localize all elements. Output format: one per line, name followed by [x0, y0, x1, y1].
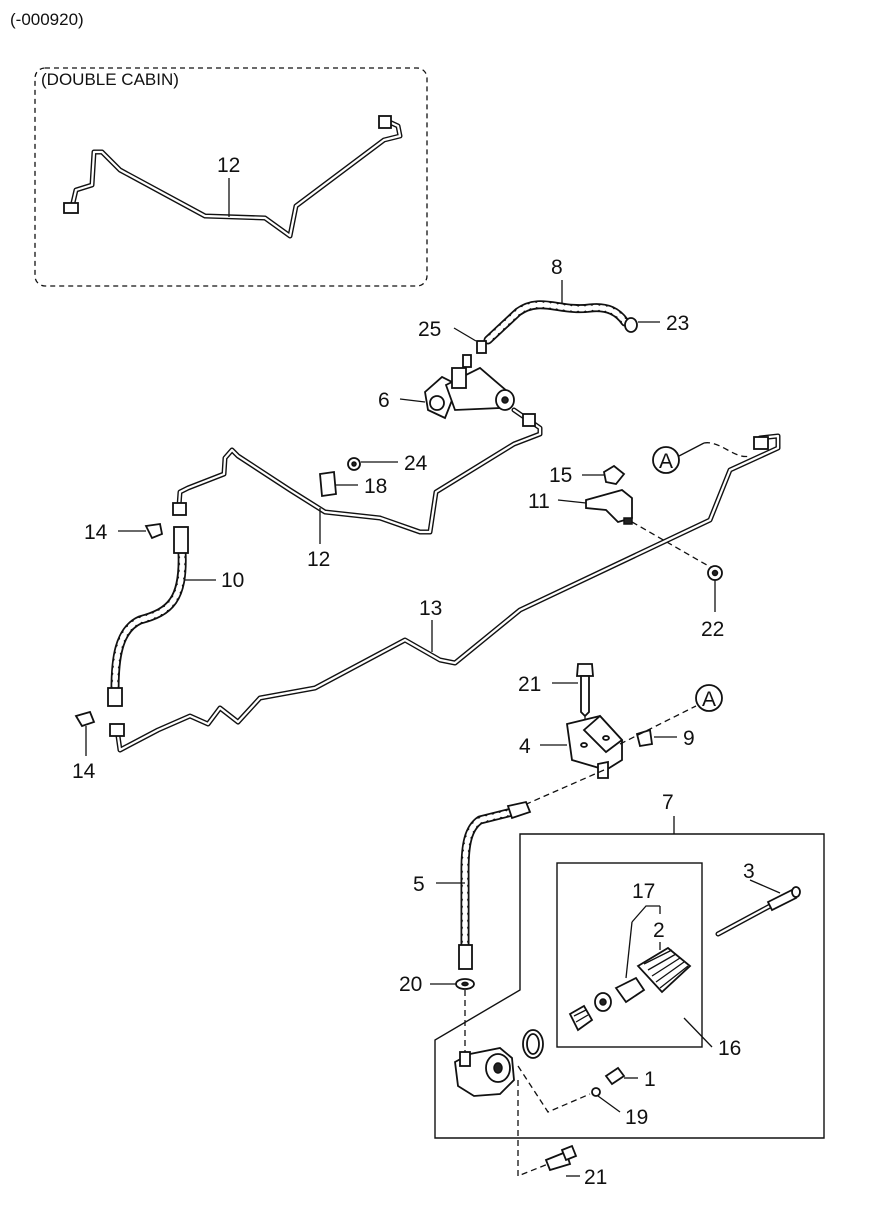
- connector-a-upper-label: A: [659, 450, 673, 473]
- pipe-12-nut-upper: [522, 413, 536, 427]
- bracket-11-icon: [585, 489, 633, 524]
- connector-a-upper-leader: [678, 442, 705, 457]
- inset-title: (DOUBLE CABIN): [41, 70, 179, 89]
- callout-24: 24: [404, 452, 428, 475]
- callout-6: 6: [378, 389, 390, 412]
- callout-14-upper: 14: [84, 521, 108, 544]
- callout-14-lower: 14: [72, 760, 96, 783]
- callout-20: 20: [399, 973, 422, 996]
- clip-15-icon: [602, 464, 626, 485]
- hose-10-fitting-lower: [107, 687, 123, 707]
- callout-11: 11: [528, 490, 550, 513]
- release-cylinder: [454, 1029, 544, 1097]
- guide-cylinder-21: [517, 1080, 549, 1177]
- connector-a-upper: [652, 446, 680, 474]
- push-rod-3: [715, 886, 801, 937]
- hose-8: [476, 300, 638, 354]
- hose-5-fitting-upper: [506, 800, 532, 820]
- callout-4: 4: [519, 735, 531, 758]
- callout-12-inset: 12: [217, 154, 240, 177]
- inset-pipe-12: [63, 115, 403, 239]
- callout-12: 12: [307, 548, 330, 571]
- hose-5-fitting-lower: [458, 944, 473, 970]
- callout-25: 25: [418, 318, 441, 341]
- callout-23: 23: [666, 312, 689, 335]
- callout-18: 18: [364, 475, 387, 498]
- kit-7-frame: [434, 833, 825, 1139]
- leader-25: [453, 327, 477, 342]
- hose-10-fitting-upper: [173, 526, 189, 554]
- clamp-23-icon: [624, 317, 638, 333]
- repair-kit-16-frame: [556, 862, 703, 1048]
- cup-seal-icon: [568, 1004, 594, 1032]
- clip-14-lower-icon: [74, 710, 96, 728]
- clip-18-icon: [319, 470, 337, 498]
- connector-a-lower-label: A: [702, 688, 716, 711]
- leader-17-bracket: [631, 905, 660, 923]
- bracket-4: [565, 714, 624, 779]
- leader-11: [557, 499, 587, 504]
- hose-10: [107, 526, 189, 707]
- inset-pipe-nut-left: [63, 202, 79, 214]
- guide-4-5: [521, 769, 605, 807]
- leader-6: [399, 398, 426, 403]
- callout-5: 5: [413, 873, 425, 896]
- piston-17-icon: [614, 976, 646, 1004]
- callout-15: 15: [549, 464, 572, 487]
- callout-16: 16: [718, 1037, 741, 1060]
- clutch-master-cylinder-6: [424, 354, 515, 420]
- diagram-code: (-000920): [10, 10, 84, 29]
- pipe-13-nut-lower: [109, 723, 125, 737]
- bleeder-1-icon: [604, 1066, 626, 1086]
- inset-pipe-nut-right: [378, 115, 392, 129]
- cap-19-icon: [591, 1087, 601, 1097]
- guide-cylinder-19: [517, 1065, 591, 1113]
- clamp-25-icon: [476, 340, 487, 354]
- pipe-13: [109, 433, 781, 753]
- callout-2: 2: [653, 919, 665, 942]
- double-cabin-inset-frame: [34, 67, 428, 287]
- pipe-13-nut-upper: [753, 436, 769, 450]
- callout-19: 19: [625, 1106, 648, 1129]
- bolt-21-upper: [576, 663, 594, 718]
- pipe-12: [172, 407, 543, 535]
- callout-21-upper: 21: [518, 673, 541, 696]
- callout-1: 1: [644, 1068, 656, 1091]
- leader-16: [683, 1017, 713, 1048]
- callout-3: 3: [743, 860, 755, 883]
- hose-5: [458, 800, 532, 970]
- callout-13: 13: [419, 597, 442, 620]
- callout-7: 7: [662, 791, 674, 814]
- boot-2-icon: [636, 946, 692, 994]
- callout-17: 17: [632, 880, 655, 903]
- guide-11-22: [631, 521, 713, 569]
- leader-3: [749, 879, 781, 894]
- connector-a-lower-dash: [619, 705, 697, 745]
- clip-9-icon: [635, 728, 654, 748]
- callout-10: 10: [221, 569, 244, 592]
- callout-8: 8: [551, 256, 563, 279]
- callout-9: 9: [683, 727, 695, 750]
- connector-a-lower: [695, 684, 723, 712]
- bolt-21-lower: [544, 1144, 578, 1172]
- callout-21-lower: 21: [584, 1166, 607, 1189]
- connector-a-upper-dash: [703, 442, 751, 458]
- leader-17-a: [625, 921, 633, 979]
- leader-19: [597, 1095, 621, 1113]
- clip-14-upper-icon: [144, 522, 164, 540]
- callout-22: 22: [701, 618, 724, 641]
- pipe-12-nut-lower: [172, 502, 187, 516]
